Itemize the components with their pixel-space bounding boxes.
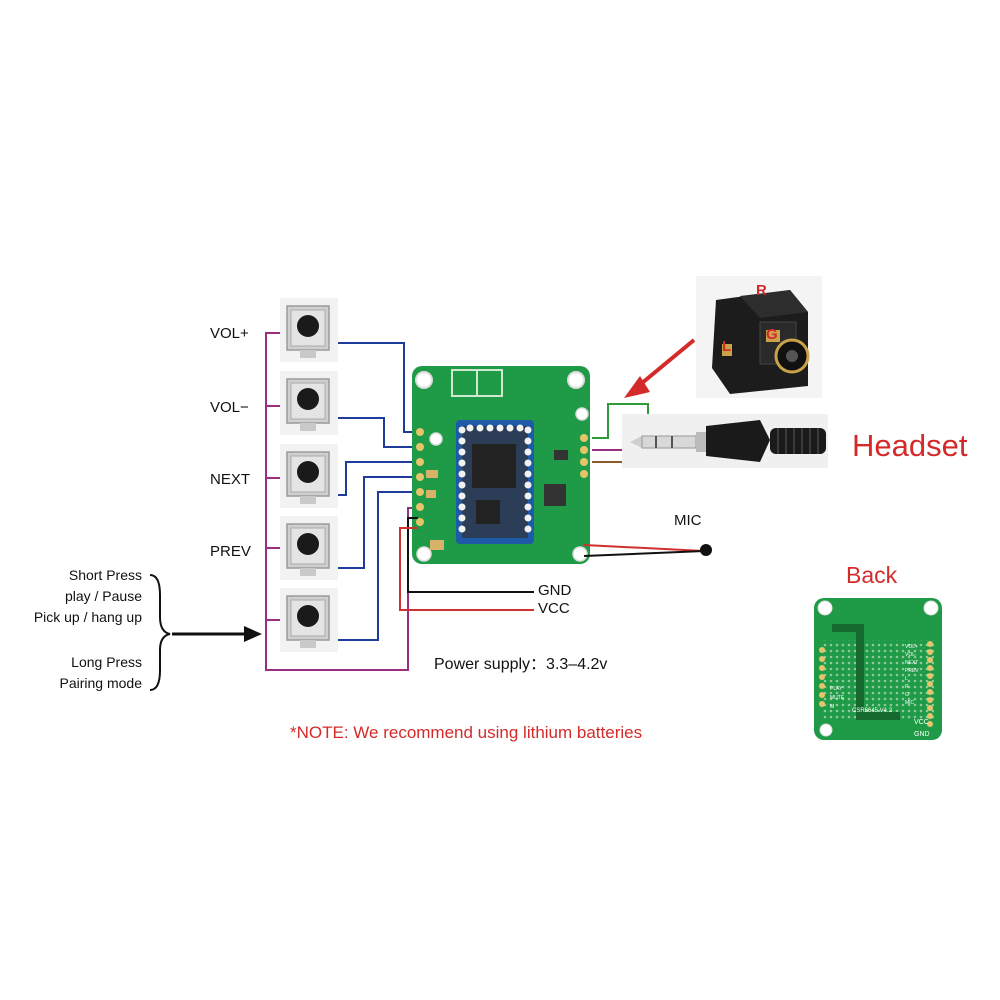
headset-label: Headset	[852, 428, 968, 463]
short-press-line: Short Press	[68, 567, 142, 583]
back-board: VOL+ VOL- NEXT PREV LRG MIC PLAY MUTE M CSR8645…	[814, 598, 942, 740]
pcb-pin	[416, 488, 424, 496]
back-silk-label: G	[905, 692, 909, 698]
vcc-wire	[399, 527, 534, 611]
mic-wires	[583, 544, 705, 557]
pcb-pin	[416, 428, 424, 436]
pcb-pin	[416, 473, 424, 481]
short-press-line: Pick up / hang up	[33, 609, 142, 625]
back-silk-label: M	[830, 704, 834, 710]
tactile-button	[280, 298, 338, 362]
back-silk-label: MUTE	[830, 695, 845, 701]
long-press-line: Long Press	[71, 654, 142, 670]
back-vcc-label: VCC	[914, 719, 929, 726]
tactile-button	[280, 371, 338, 435]
back-silk-label: PLAY	[830, 686, 843, 692]
pcb-pin	[580, 434, 588, 442]
long-press-info: Long Press Pairing mode	[60, 652, 143, 694]
long-press-line: Pairing mode	[59, 675, 143, 691]
power-supply-label: Power supply：3.3–4.2v	[434, 656, 608, 673]
short-press-line: play / Pause	[64, 588, 142, 604]
button-label-vol-down: VOL−	[210, 399, 249, 416]
back-silk-label: R	[905, 684, 909, 690]
back-label: Back	[846, 562, 898, 588]
pointer-arrow	[624, 338, 696, 398]
pcb-pin	[580, 458, 588, 466]
jack-pin-r-label: R	[756, 282, 767, 299]
tactile-button	[280, 444, 338, 508]
tactile-button	[280, 588, 338, 652]
arrow-to-button	[172, 626, 262, 642]
back-silk-label: PREV	[905, 668, 919, 674]
main-pcb	[412, 366, 590, 564]
headset-plug	[622, 414, 828, 468]
brace	[149, 574, 171, 691]
audio-jack-socket	[696, 276, 822, 398]
short-press-info: Short Press play / Pause Pick up / hang …	[34, 565, 142, 628]
pcb-pin	[580, 470, 588, 478]
gnd-wire	[407, 517, 534, 593]
note-text: *NOTE: We recommend using lithium batter…	[290, 723, 643, 742]
tactile-button	[280, 516, 338, 580]
button-label-vol-up: VOL+	[210, 325, 249, 342]
vcc-label: VCC	[538, 600, 570, 617]
signal-wires-blue	[332, 342, 418, 641]
mic-label: MIC	[674, 512, 702, 529]
pcb-pin	[580, 446, 588, 454]
button-label-prev: PREV	[210, 543, 251, 560]
button-label-next: NEXT	[210, 471, 251, 488]
pcb-pin	[416, 503, 424, 511]
back-silk-label: NEXT	[905, 660, 918, 666]
back-silk-label: VOL+	[905, 644, 918, 650]
back-silk-label: L	[905, 676, 908, 682]
back-model-label: CSR8645 V4.2	[852, 708, 893, 714]
jack-pin-g-label: G	[766, 326, 778, 343]
back-gnd-label: GND	[914, 731, 930, 738]
pcb-pin	[416, 518, 424, 526]
pcb-pin	[416, 443, 424, 451]
back-silk-label: VOL-	[905, 652, 917, 658]
common-wire-purple	[265, 332, 418, 671]
back-silk-label: MIC	[905, 700, 915, 706]
gnd-label: GND	[538, 582, 572, 599]
pcb-pin	[416, 458, 424, 466]
jack-pin-l-label: L	[722, 338, 732, 355]
microphone	[700, 544, 712, 556]
